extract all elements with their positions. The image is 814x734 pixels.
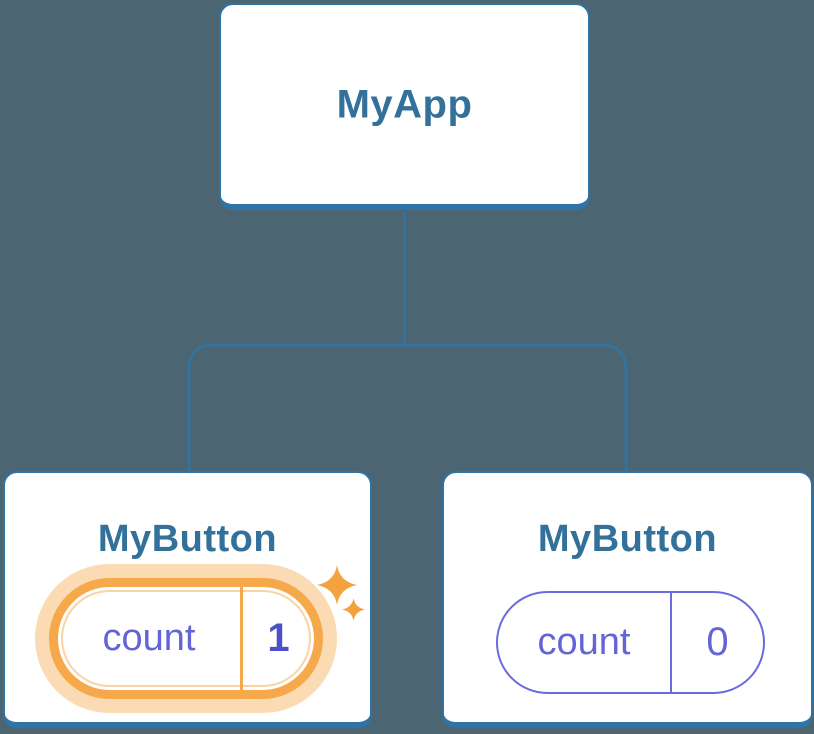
state-key-label: count <box>102 617 196 659</box>
root-node-title: MyApp <box>336 82 473 126</box>
state-value: 1 <box>267 616 290 660</box>
state-key-label: count <box>537 621 631 663</box>
sparkle-icon-small <box>342 598 365 621</box>
pill-divider <box>670 593 672 692</box>
root-node-myapp: MyApp <box>219 3 590 210</box>
child-node-title: MyButton <box>537 518 718 560</box>
sparkle-icon-large <box>317 565 357 605</box>
child-node-mybutton-idle: MyButton count 0 <box>442 471 813 728</box>
pill-divider <box>240 587 243 690</box>
state-pill-highlighted: count 1 <box>49 578 323 699</box>
child-node-mybutton-active: MyButton count 1 <box>3 471 372 728</box>
child-node-title: MyButton <box>97 518 278 560</box>
state-value: 0 <box>706 620 729 664</box>
state-pill-idle: count 0 <box>496 591 765 694</box>
